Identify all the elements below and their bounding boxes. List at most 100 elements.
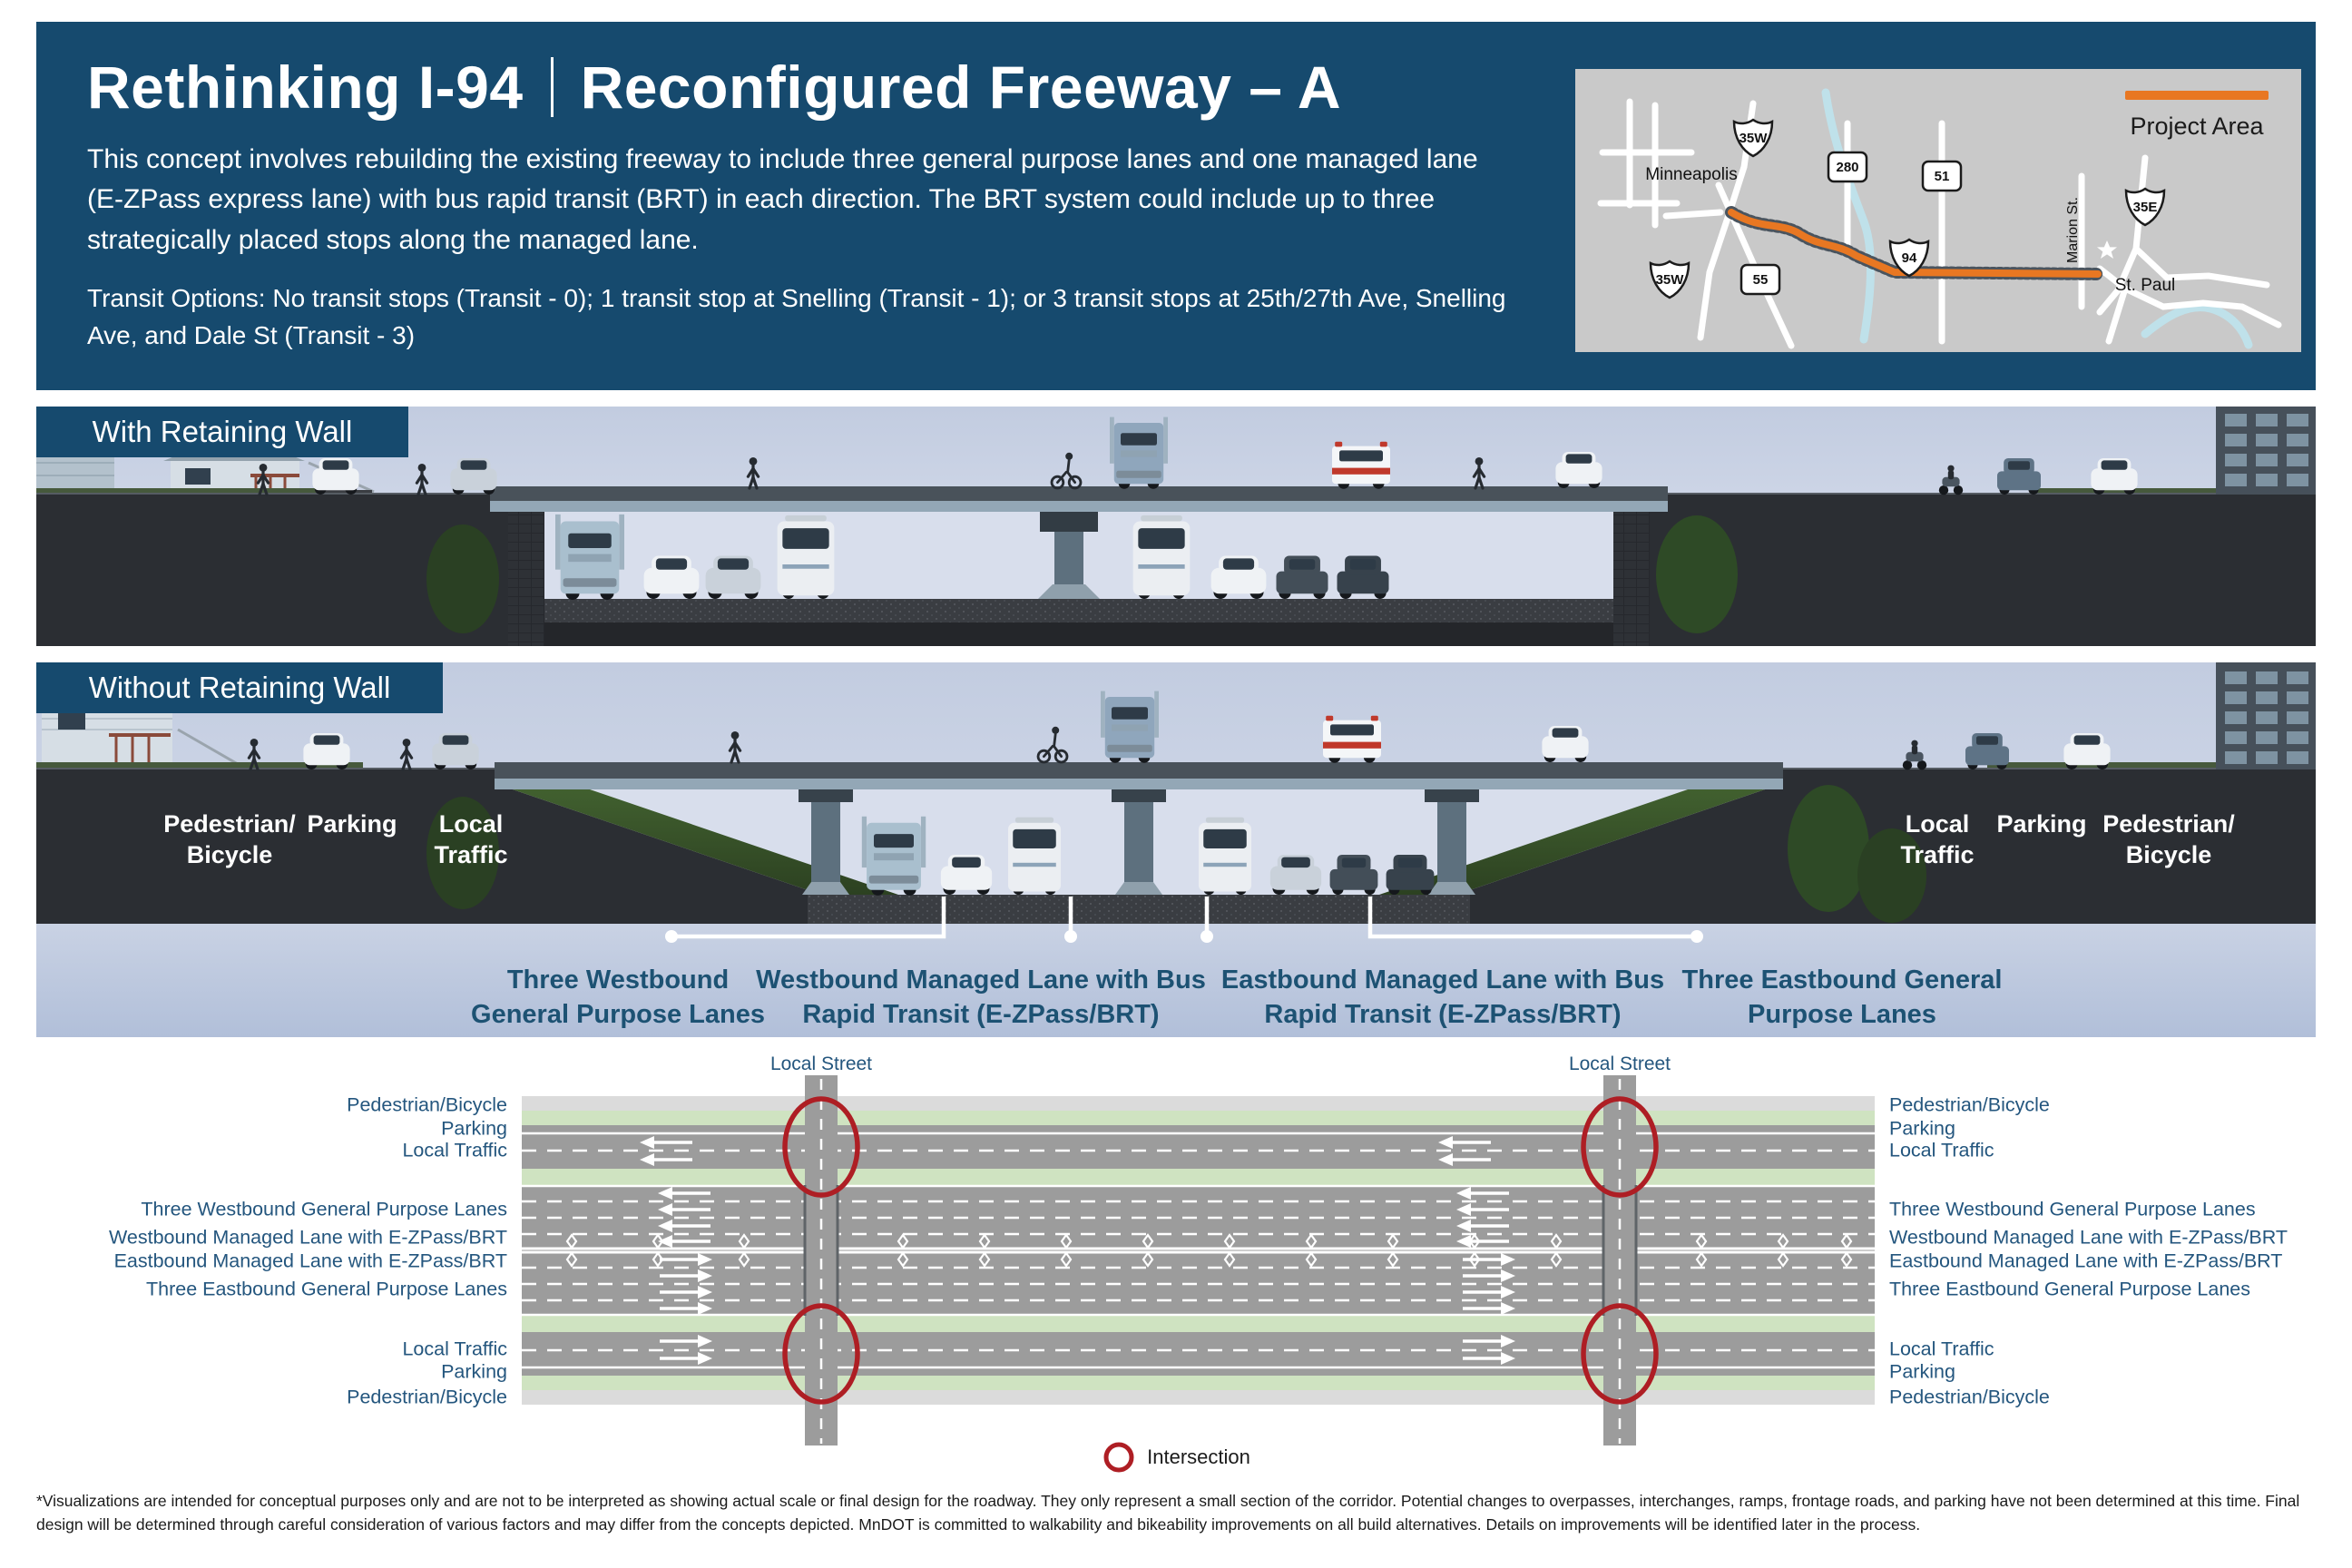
svg-text:55: 55 <box>1753 272 1769 288</box>
freeway-trench <box>495 762 1783 924</box>
bus-icon <box>777 514 835 599</box>
plan-labels-left: Pedestrian/Bicycle Parking Local Traffic… <box>36 1055 522 1446</box>
car-icon <box>940 855 993 895</box>
surface-label-pedestrian-bicycle-right: Pedestrian/ Bicycle <box>2102 810 2235 868</box>
plan-label: Local Traffic <box>1889 1338 1994 1360</box>
plan-label: Westbound Managed Lane with E-ZPass/BRT <box>109 1226 507 1249</box>
pickup-icon <box>1276 555 1328 599</box>
plan-label: Parking <box>441 1360 507 1383</box>
callout-eastbound-managed-lane: Eastbound Managed Lane with Bus Rapid Tr… <box>1220 965 1665 1029</box>
green-band <box>522 1169 1875 1185</box>
truck-icon <box>555 514 624 600</box>
section-with-retaining-wall: With Retaining Wall <box>36 407 2316 646</box>
intersection-legend-icon <box>1103 1442 1134 1473</box>
car-icon <box>1210 555 1267 599</box>
local-road-north <box>522 1125 1875 1169</box>
page-title: Rethinking I-94 Reconfigured Freeway – A <box>87 53 2265 122</box>
grass-embankment <box>513 789 898 895</box>
ped-bike-band <box>522 1096 1875 1111</box>
shield-35e: 35E <box>2124 187 2166 227</box>
plan-label: Parking <box>1889 1117 1955 1140</box>
car-icon <box>1269 855 1322 895</box>
pickup-icon <box>1386 855 1435 895</box>
project-corridor <box>1725 206 2104 280</box>
callout-westbound-managed-lane: Westbound Managed Lane with Bus Rapid Tr… <box>756 965 1206 1029</box>
section-without-retaining-wall: Without Retaining Wall Pedestrian/ Bicyc… <box>36 662 2316 1037</box>
local-street <box>1602 1075 1638 1446</box>
lane-markings <box>522 1132 1875 1369</box>
plan-label: Eastbound Managed Lane with E-ZPass/BRT <box>113 1250 507 1272</box>
hedge <box>36 488 318 495</box>
ped-bike-band <box>522 1390 1875 1405</box>
plan-label: Three Eastbound General Purpose Lanes <box>145 1278 507 1300</box>
pickup-icon <box>1337 555 1389 599</box>
surface-label-parking-right: Parking <box>1996 810 2087 838</box>
shield-51: 51 <box>1921 160 1963 192</box>
green-band <box>522 1376 1875 1390</box>
svg-text:35W: 35W <box>1740 131 1769 146</box>
truck-icon <box>1101 691 1159 763</box>
minneapolis-label: Minneapolis <box>1645 165 1737 184</box>
green-band <box>522 1111 1875 1125</box>
ambulance-icon <box>1323 715 1381 763</box>
svg-text:280: 280 <box>1836 160 1858 175</box>
plan-label: Pedestrian/Bicycle <box>1889 1093 2050 1116</box>
callout-eastbound-gp-lanes: Three Eastbound General Purpose Lanes <box>1681 965 2003 1029</box>
project-area-legend-swatch <box>2125 91 2269 100</box>
bus-icon <box>1132 514 1191 599</box>
surface-label-parking-left: Parking <box>307 810 397 838</box>
bus-icon <box>1007 817 1062 895</box>
with-wall-illustration <box>36 407 2316 646</box>
car-icon <box>432 733 479 769</box>
plan-label: Local Traffic <box>1889 1139 1994 1161</box>
shield-35w-north: 35W <box>1732 118 1774 158</box>
tree-icon <box>426 524 499 633</box>
plan-label: Eastbound Managed Lane with E-ZPass/BRT <box>1889 1250 2283 1272</box>
local-street-label: Local Street <box>1569 1055 1671 1074</box>
shield-55: 55 <box>1740 263 1781 296</box>
st-paul-label: St. Paul <box>2115 276 2176 295</box>
surface-label-local-traffic-right: Local Traffic <box>1900 810 1975 868</box>
shield-280: 280 <box>1827 151 1868 183</box>
bus-icon <box>1198 817 1252 895</box>
bridge-pier <box>1040 512 1098 532</box>
tree-icon <box>426 797 499 909</box>
green-band <box>522 1316 1875 1332</box>
truck-icon <box>861 816 926 896</box>
section-label-without-wall: Without Retaining Wall <box>36 662 443 713</box>
plan-roadway: Local Street Local Street <box>522 1055 1875 1446</box>
local-street-label: Local Street <box>770 1055 872 1074</box>
car-icon <box>303 733 350 769</box>
plan-labels-right: Pedestrian/Bicycle Parking Local Traffic… <box>1875 1055 2316 1446</box>
car-icon <box>312 458 359 495</box>
without-wall-illustration <box>36 662 2316 1037</box>
plan-view: Pedestrian/Bicycle Parking Local Traffic… <box>36 1055 2316 1446</box>
hedge <box>2033 488 2316 495</box>
header-description: This concept involves rebuilding the exi… <box>87 144 1478 255</box>
car-icon <box>2063 733 2111 769</box>
car-icon <box>1542 726 1589 762</box>
car-icon <box>705 555 761 599</box>
title-divider <box>550 57 554 117</box>
bridge-pier <box>799 789 1479 895</box>
grass-embankment <box>1379 789 1765 895</box>
surface-label-pedestrian-bicycle-left: Pedestrian/ Bicycle <box>163 810 296 868</box>
hedge <box>1987 762 2316 769</box>
footnote: *Visualizations are intended for concept… <box>36 1492 2300 1534</box>
callout-band <box>36 924 2316 1037</box>
plan-label: Three Westbound General Purpose Lanes <box>1889 1198 2256 1220</box>
building-icon <box>2216 407 2316 495</box>
plan-label: Three Eastbound General Purpose Lanes <box>1889 1278 2251 1300</box>
plan-label: Westbound Managed Lane with E-ZPass/BRT <box>1889 1226 2288 1249</box>
freeway <box>522 1185 1875 1316</box>
plan-label: Local Traffic <box>402 1338 507 1360</box>
car-icon <box>1555 452 1602 488</box>
car-icon <box>450 458 497 495</box>
plan-label: Pedestrian/Bicycle <box>347 1386 507 1408</box>
svg-text:35E: 35E <box>2133 200 2158 215</box>
retaining-wall <box>1613 501 1650 646</box>
svg-text:51: 51 <box>1935 169 1950 184</box>
marion-st-label: Marion St. <box>2065 197 2081 263</box>
tree-icon <box>1656 515 1738 633</box>
